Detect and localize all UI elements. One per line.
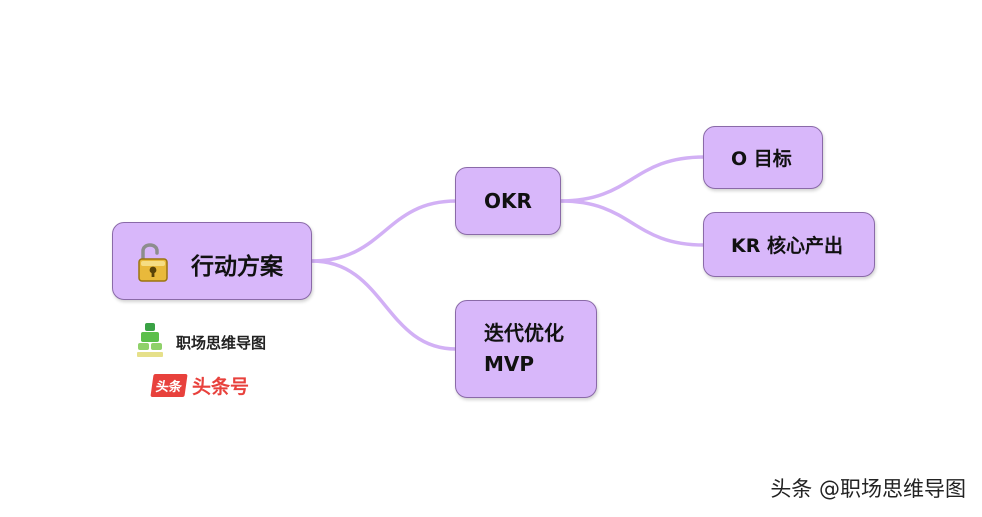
root-node-label: 行动方案	[191, 254, 283, 280]
branch-node-label-line-1: 迭代优化	[484, 321, 564, 345]
link-okr-kr	[559, 199, 706, 247]
leaf-node-objective[interactable]: O 目标	[703, 126, 823, 189]
leaf-node-label: O 目标	[731, 148, 792, 170]
toutiao-badge: 头条	[150, 374, 188, 397]
toutiao-brand: 头条 头条号	[150, 372, 250, 399]
leaf-node-label: KR 核心产出	[731, 235, 843, 257]
link-root-okr	[310, 199, 458, 263]
watermark: 头条 @职场思维导图	[770, 477, 966, 501]
brand-logo: 职场思维导图	[136, 322, 266, 362]
branch-node-mvp[interactable]: 迭代优化 MVP	[455, 300, 597, 398]
branch-node-label: OKR	[484, 189, 532, 213]
link-okr-o	[559, 155, 706, 203]
link-root-mvp	[310, 259, 458, 351]
toutiao-platform-name: 头条号	[192, 376, 250, 398]
mindmap-logo-icon	[136, 322, 164, 362]
unlocked-padlock-icon	[135, 239, 171, 289]
root-node[interactable]: 行动方案	[112, 222, 312, 300]
brand-logo-caption: 职场思维导图	[176, 333, 267, 352]
branch-node-label-line-2: MVP	[484, 352, 535, 376]
leaf-node-key-results[interactable]: KR 核心产出	[703, 212, 875, 277]
branch-node-okr[interactable]: OKR	[455, 167, 561, 235]
